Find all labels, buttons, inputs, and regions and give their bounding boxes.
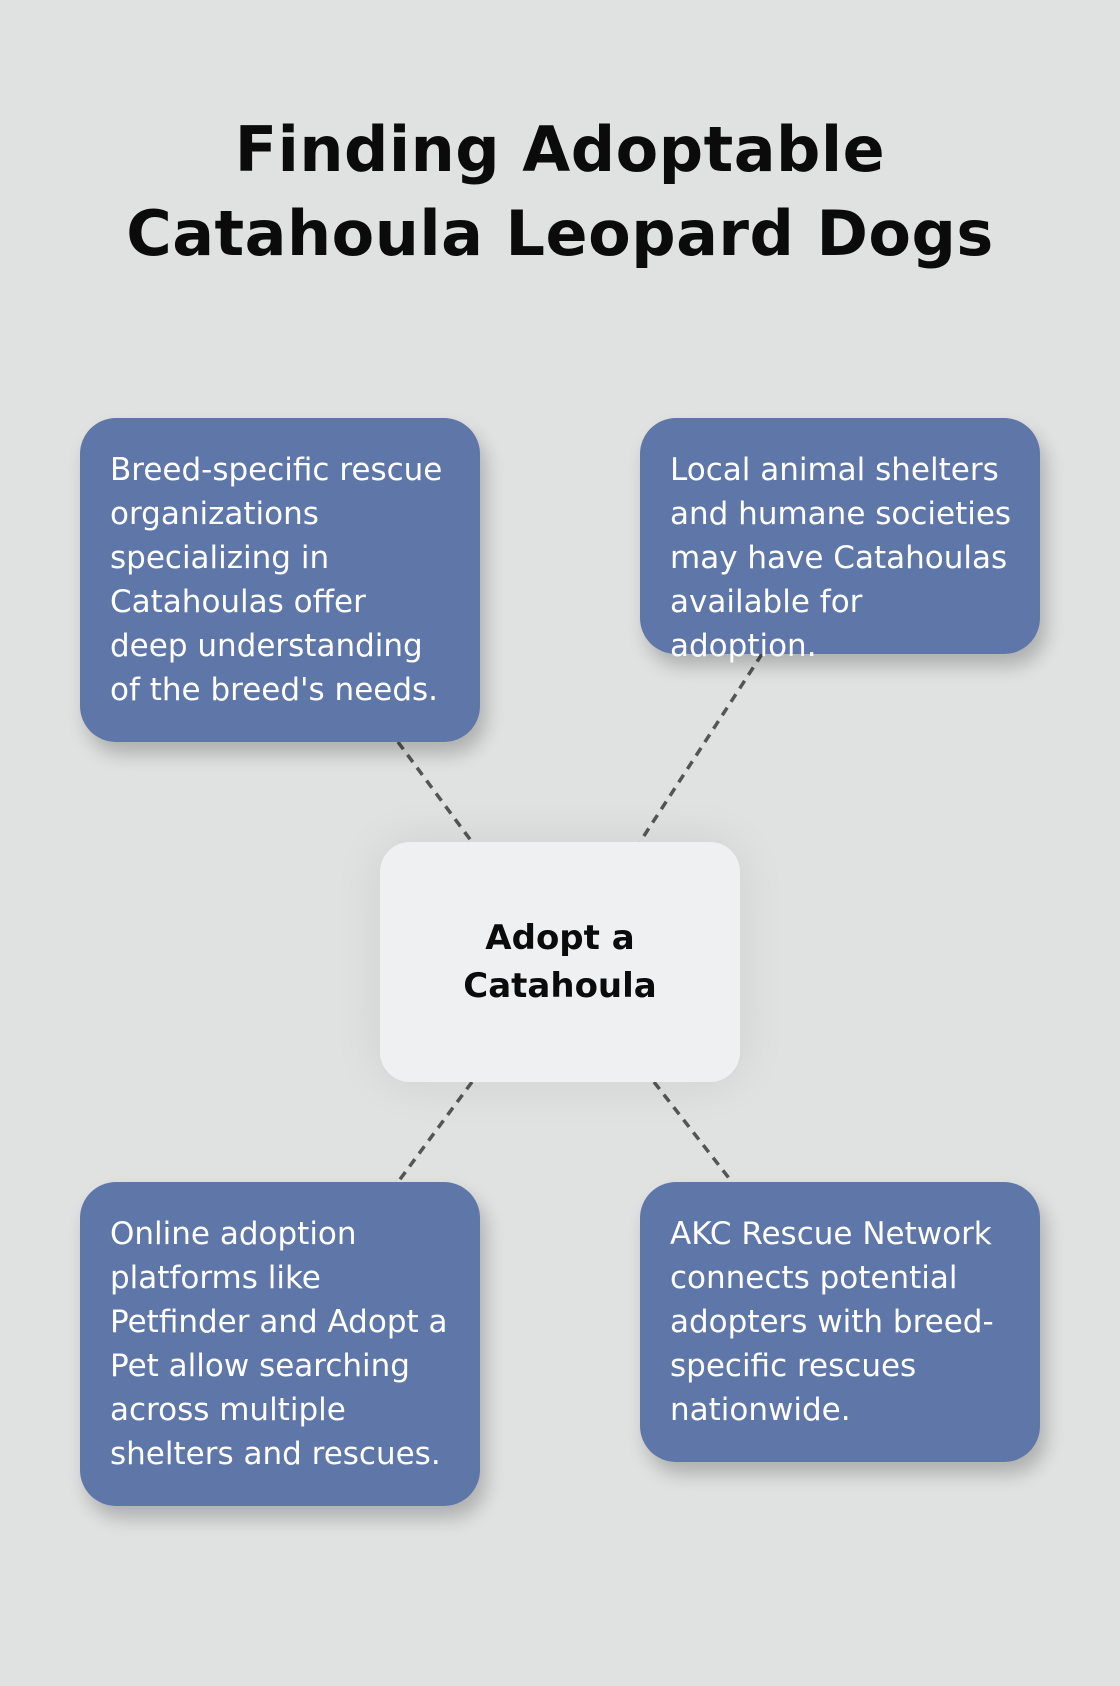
node-breed-specific-rescues: Breed-specific rescue organizations spec…: [80, 418, 480, 742]
connector-bottom-left: [396, 1080, 474, 1184]
center-node: Adopt a Catahoula: [380, 842, 740, 1082]
connector-top-left: [396, 740, 474, 844]
connector-top-right: [638, 653, 764, 843]
diagram-title: Finding Adoptable Catahoula Leopard Dogs: [126, 113, 994, 270]
connector-bottom-right: [652, 1080, 734, 1184]
node-online-platforms: Online adoption platforms like Petfinder…: [80, 1182, 480, 1506]
node-akc-rescue-network: AKC Rescue Network connects potential ad…: [640, 1182, 1040, 1462]
center-label: Adopt a Catahoula: [463, 918, 657, 1006]
node-local-shelters: Local animal shelters and humane societi…: [640, 418, 1040, 664]
